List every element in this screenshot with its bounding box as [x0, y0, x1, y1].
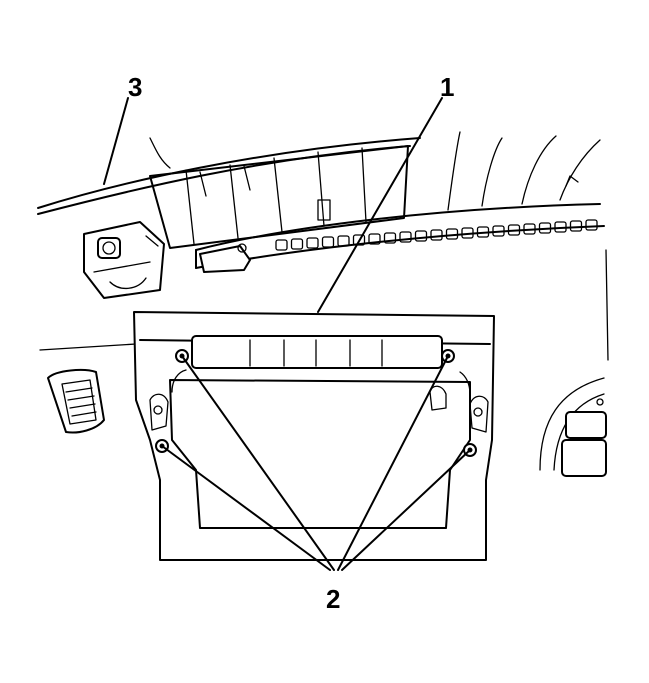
- vent-slot: [383, 232, 397, 244]
- callout-2: 2: [326, 584, 341, 614]
- right-dash-element: [539, 377, 607, 477]
- vent-slot: [538, 222, 552, 234]
- vent-slot: [585, 219, 598, 231]
- vent-slot: [290, 238, 304, 250]
- vent-slot: [306, 237, 319, 249]
- vent-slot: [476, 226, 490, 238]
- vent-slot: [399, 231, 412, 243]
- leader-lines: [103, 97, 471, 571]
- defroster-grille: [149, 145, 409, 249]
- vent-slot: [445, 228, 459, 240]
- dash-vent-strip: [195, 203, 605, 273]
- vent-slot: [368, 233, 381, 245]
- knee-bolster-panel: [133, 311, 495, 561]
- leader-line-2a: [181, 355, 335, 571]
- vent-slot: [352, 234, 366, 246]
- leader-line-1: [317, 97, 443, 313]
- vent-slot: [337, 235, 350, 247]
- vent-slot: [507, 224, 521, 236]
- vent-slot: [414, 230, 428, 242]
- callout-3: 3: [128, 72, 143, 102]
- vent-slot: [569, 220, 583, 232]
- leader-line-3: [103, 97, 129, 185]
- leader-line-2d: [341, 449, 471, 571]
- vent-slot: [492, 225, 505, 237]
- leader-line-2b: [337, 355, 449, 571]
- vent-slot: [321, 236, 335, 248]
- dash-lower-edge: [39, 343, 137, 351]
- left-vent: [47, 369, 105, 434]
- callout-1: 1: [440, 72, 455, 102]
- vent-slot: [523, 223, 536, 235]
- vent-slot: [554, 221, 567, 233]
- dash-contours-right: [447, 131, 609, 361]
- left-sensor-housing: [83, 221, 165, 299]
- vent-slot: [275, 239, 288, 251]
- leader-line-2c: [161, 445, 331, 571]
- vent-slot: [430, 229, 443, 241]
- vent-slot: [461, 227, 474, 239]
